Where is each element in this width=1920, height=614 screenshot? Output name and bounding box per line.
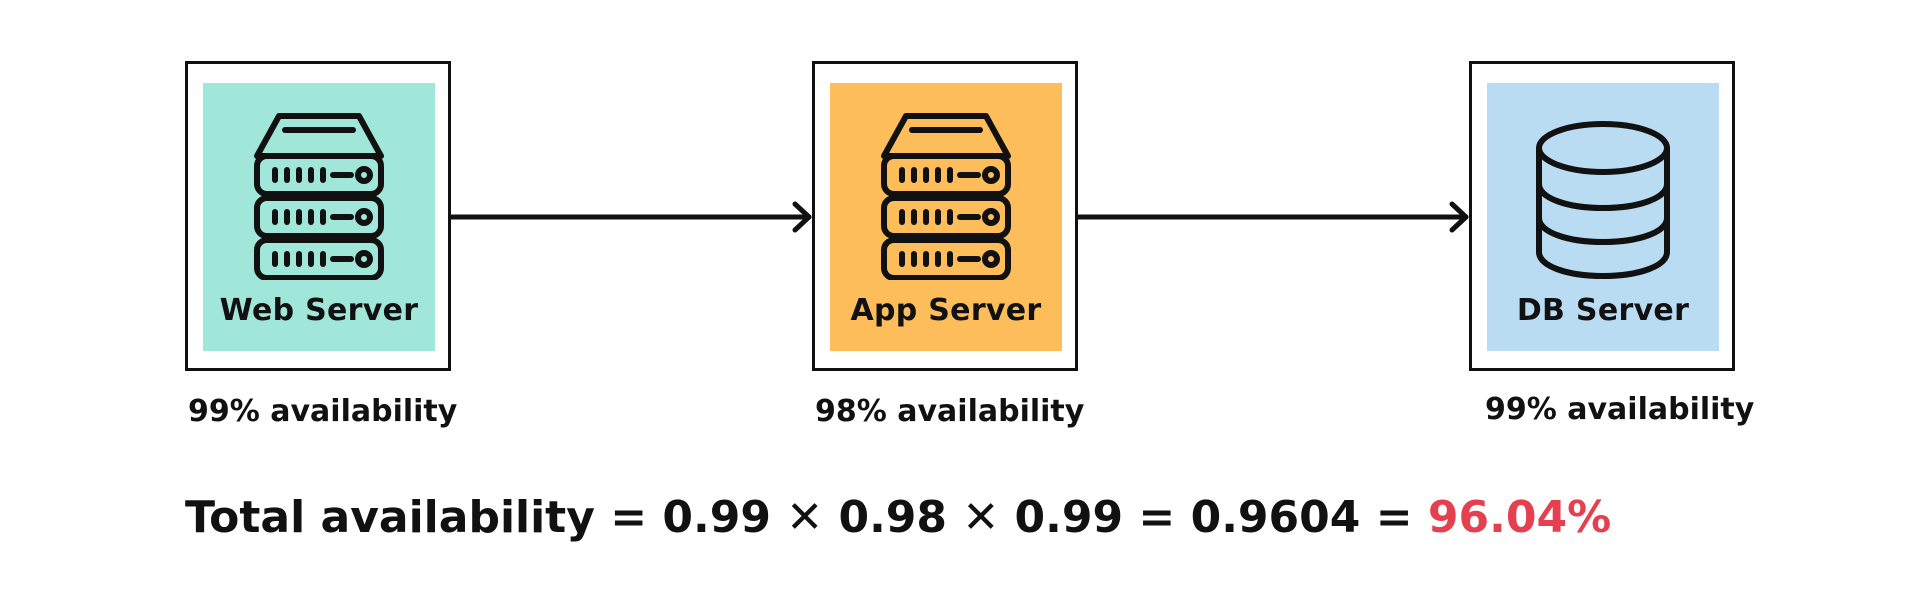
availability-label: 98% availability [815,394,1085,429]
total-availability-formula: Total availability = 0.99 ✕ 0.98 ✕ 0.99 … [185,492,1611,543]
arrow-web-to-app [451,201,812,233]
formula-expression: Total availability = 0.99 ✕ 0.98 ✕ 0.99 … [185,492,1428,543]
server-stack-icon [876,110,1016,280]
node-label: App Server [850,293,1042,328]
db-server-panel: DB Server [1487,83,1719,351]
formula-result: 96.04% [1427,492,1612,543]
db-server-node: DB Server [1469,61,1735,371]
arrow-app-to-db [1078,201,1469,233]
availability-label: 99% availability [1485,392,1755,427]
availability-label: 99% availability [188,394,458,429]
node-label: DB Server [1516,293,1690,328]
node-label: Web Server [219,293,419,328]
app-server-node: App Server [812,61,1078,371]
server-stack-icon [249,110,389,280]
web-server-node: Web Server [185,61,451,371]
web-server-panel: Web Server [203,83,435,351]
app-server-panel: App Server [830,83,1062,351]
database-icon [1533,110,1673,280]
